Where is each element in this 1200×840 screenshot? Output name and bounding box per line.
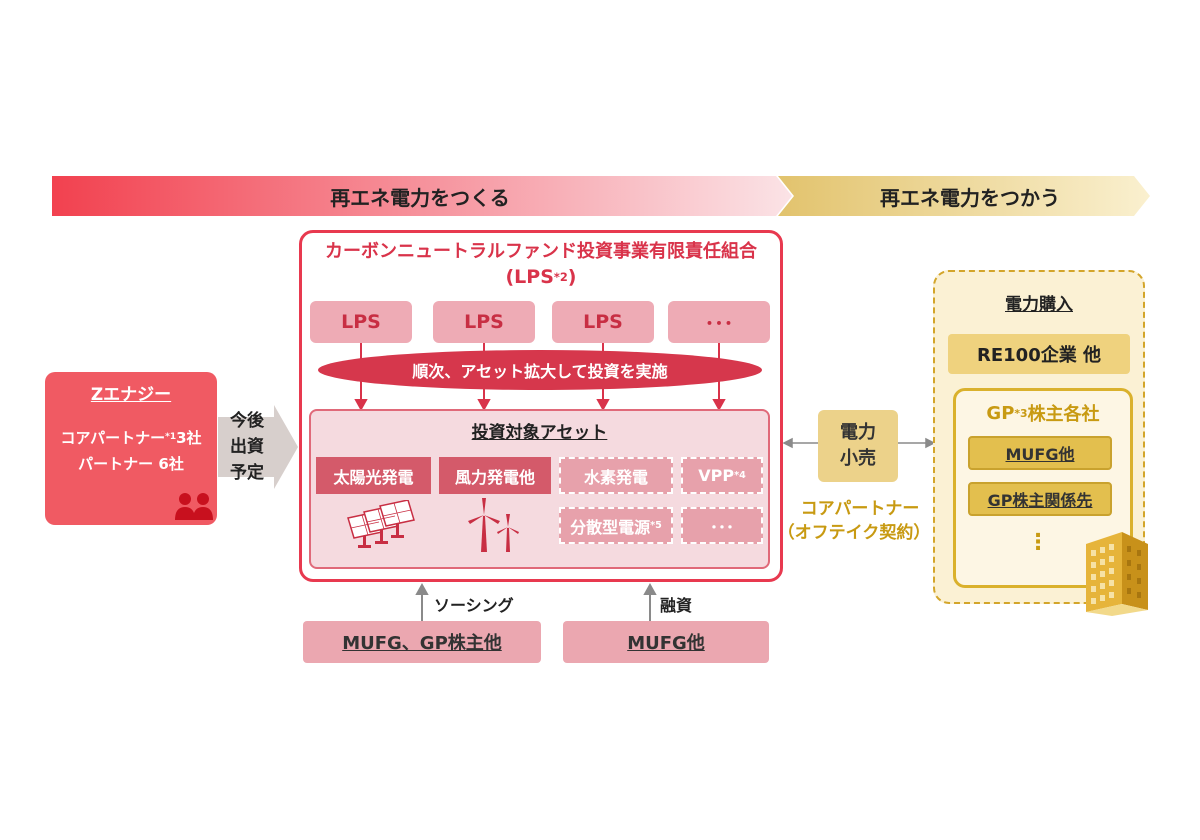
- gp-item-mufg: MUFG他: [968, 436, 1112, 470]
- lps-box-1: LPS: [310, 301, 412, 343]
- retail-caption-2: （オフテイク契約）: [777, 522, 931, 543]
- asset-hydrogen: 水素発電: [559, 457, 673, 494]
- investment-arrow: [218, 405, 298, 489]
- financing-box: MUFG他: [563, 621, 769, 663]
- building-icon: [1086, 532, 1148, 616]
- expansion-ellipse: [318, 350, 762, 390]
- sourcing-box: MUFG、GP株主他: [303, 621, 541, 663]
- purchase-title: 電力購入: [1005, 294, 1073, 315]
- retail-caption-1: コアパートナー: [800, 498, 920, 519]
- ellipse-text: 順次、アセット拡大して投資を実施: [412, 362, 668, 381]
- retail-box: 電力 小売: [818, 410, 898, 482]
- gp-more: ⋮: [1027, 529, 1049, 555]
- lps-box-more: ･･･: [668, 301, 770, 343]
- banner-left-arrow: [52, 176, 792, 216]
- zenergy-partners: パートナー 6社: [78, 454, 184, 473]
- people-icon: [175, 493, 213, 520]
- gp-item-related: GP株主関係先: [968, 482, 1112, 516]
- fund-subtitle: (LPS*2): [505, 266, 577, 288]
- banner-left-label: 再エネ電力をつくる: [330, 185, 510, 210]
- lps-box-3: LPS: [552, 301, 654, 343]
- banner-right-arrow: [778, 176, 1150, 216]
- fund-title: カーボンニュートラルファンド投資事業有限責任組合: [325, 241, 757, 262]
- wind-turbine-icon: [468, 498, 519, 552]
- re100-box: RE100企業 他: [948, 334, 1130, 374]
- investment-arrow-label: 今後 出資 予定: [230, 411, 264, 483]
- lps-box-2: LPS: [433, 301, 535, 343]
- financing-label: 融資: [660, 596, 693, 615]
- asset-solar: 太陽光発電: [316, 457, 431, 494]
- sourcing-label: ソーシング: [434, 596, 514, 615]
- asset-wind: 風力発電他: [439, 457, 551, 494]
- solar-panel-icon: [347, 500, 415, 548]
- zenergy-core-partners: コアパートナー*1 3社: [60, 428, 202, 447]
- asset-distributed: 分散型電源*5: [559, 507, 673, 544]
- zenergy-title: Zエナジー: [90, 384, 172, 405]
- assets-title: 投資対象アセット: [471, 422, 608, 443]
- asset-more: ･･･: [681, 507, 763, 544]
- asset-vpp: VPP*4: [681, 457, 763, 494]
- banner-right-label: 再エネ電力をつかう: [880, 185, 1060, 210]
